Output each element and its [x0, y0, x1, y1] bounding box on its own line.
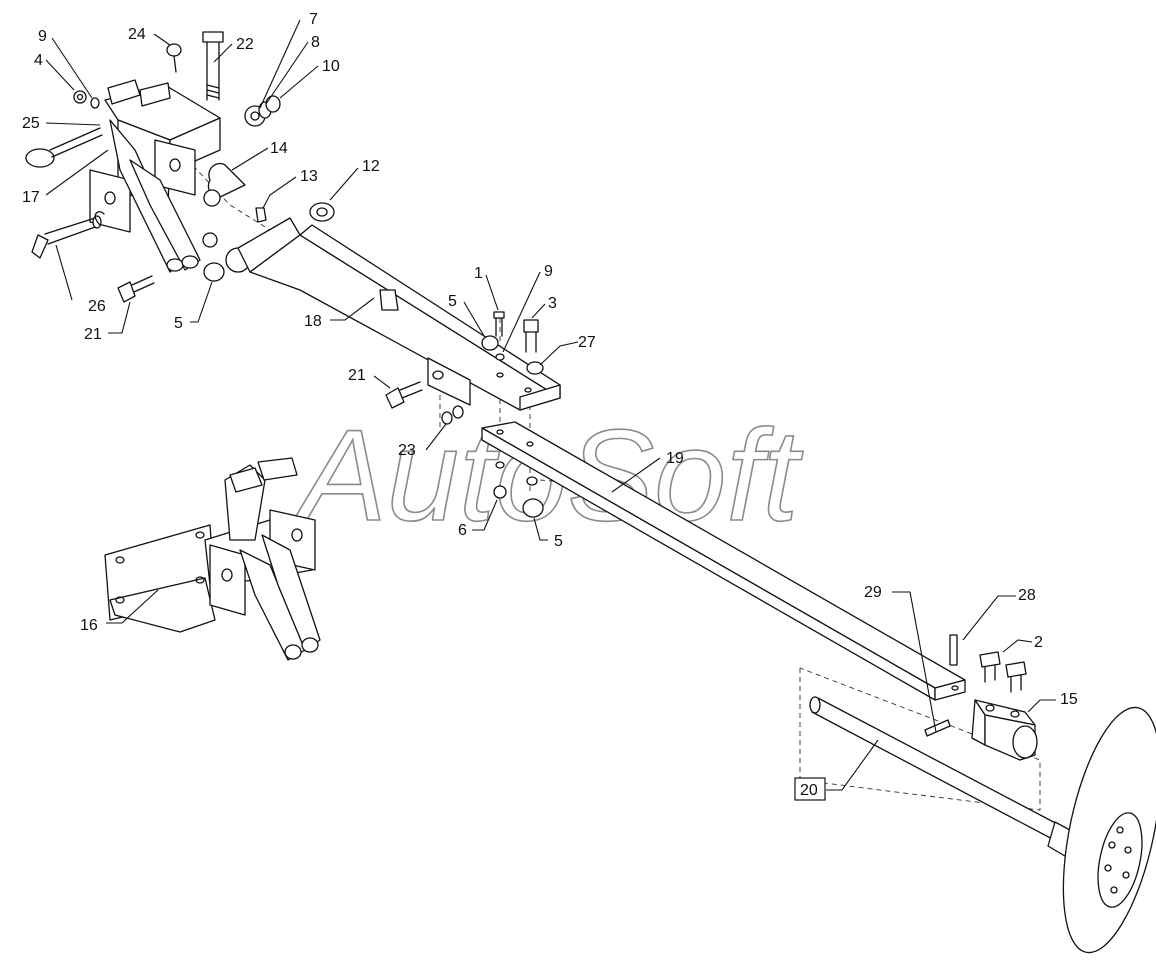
- lower-bracket-part-16: [104, 457, 321, 661]
- nuts-part-5-upper: [202, 232, 225, 282]
- callout-5-mid: 5: [448, 293, 457, 310]
- callout-12: 12: [362, 158, 380, 175]
- grease-nipple-part-13: [255, 207, 267, 223]
- callout-5-upper: 5: [174, 315, 183, 332]
- callout-21-mid: 21: [348, 367, 366, 384]
- bolt-part-22: [202, 31, 224, 101]
- pin-part-29: [924, 719, 951, 737]
- callout-16: 16: [80, 617, 98, 634]
- nut-part-5-mid: [481, 335, 499, 351]
- washer-part-9-mid: [495, 353, 505, 361]
- callout-8: 8: [311, 34, 320, 51]
- callout-6: 6: [458, 522, 467, 539]
- nut-part-12: [309, 202, 335, 222]
- callout-9-upper: 9: [38, 28, 47, 45]
- upper-bracket-part-17: [89, 79, 221, 273]
- nut-part-4: [73, 90, 87, 104]
- callout-22: 22: [236, 36, 254, 53]
- callout-13: 13: [300, 168, 318, 185]
- callout-7: 7: [309, 11, 318, 28]
- washer-part-27: [526, 361, 544, 375]
- lynch-pin-part-26: [31, 211, 105, 259]
- bolts-part-2: [979, 651, 1027, 693]
- callout-21-upper: 21: [84, 326, 102, 343]
- callout-2: 2: [1034, 634, 1043, 651]
- nut-part-6: [493, 461, 507, 499]
- callout-10: 10: [322, 58, 340, 75]
- callout-24: 24: [128, 26, 146, 43]
- clip-part-24: [166, 43, 182, 73]
- callout-26: 26: [88, 298, 106, 315]
- callout-29: 29: [864, 584, 882, 601]
- clamp-part-15: [971, 699, 1038, 761]
- callout-28: 28: [1018, 587, 1036, 604]
- callout-17: 17: [22, 189, 40, 206]
- bolt-part-21-upper: [117, 275, 155, 303]
- callout-14: 14: [270, 140, 288, 157]
- nut-part-5-lower: [522, 476, 544, 518]
- bolt-part-21-mid: [385, 381, 423, 409]
- callout-15: 15: [1060, 691, 1078, 708]
- callout-25: 25: [22, 115, 40, 132]
- washers-parts-7-8-10: [244, 95, 281, 127]
- bolt-part-3: [523, 319, 539, 353]
- callout-20-boxed: 20: [794, 777, 826, 801]
- callout-5-lower: 5: [554, 533, 563, 550]
- callout-18: 18: [304, 313, 322, 330]
- hitch-pin-part-25: [25, 127, 103, 168]
- long-rail-part-19: [481, 421, 966, 701]
- callout-labels: 7 8 10 9 24 22 4 25 17 14 13 12 26 21 5 …: [22, 11, 1078, 801]
- cone-part-14: [203, 162, 246, 207]
- drawbar-arm-part-18: [225, 217, 561, 411]
- callout-27: 27: [578, 334, 596, 351]
- callout-1: 1: [474, 265, 483, 282]
- callout-3: 3: [548, 295, 557, 312]
- wheel-disc: [1062, 706, 1156, 954]
- bolt-part-1: [493, 311, 505, 337]
- washer-part-9-upper: [90, 97, 100, 109]
- pin-part-28: [949, 634, 958, 666]
- callout-9-mid: 9: [544, 263, 553, 280]
- callout-19: 19: [666, 450, 684, 467]
- callout-20: 20: [800, 782, 818, 799]
- leader-lines: [45, 19, 1056, 791]
- washers-part-23: [441, 405, 464, 425]
- callout-23: 23: [398, 442, 416, 459]
- callout-4: 4: [34, 52, 43, 69]
